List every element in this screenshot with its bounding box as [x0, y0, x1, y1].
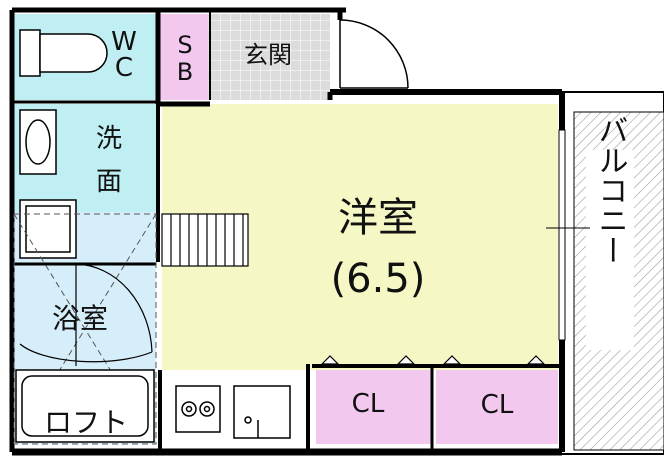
- sb-label-line1: S: [177, 31, 192, 59]
- closet-right-area: [436, 370, 558, 444]
- stove-icon: [175, 385, 221, 433]
- entrance-label: 玄関: [244, 41, 292, 69]
- sb-label-line2: B: [177, 58, 193, 86]
- washroom-label-line2: 面: [96, 167, 122, 197]
- toilet-icon: [19, 29, 108, 77]
- closet-right-label: CL: [481, 390, 514, 420]
- closet-left-area: [316, 370, 432, 444]
- balcony: [559, 91, 664, 455]
- sb-area: [160, 14, 208, 100]
- entrance-area: [208, 14, 330, 100]
- western-room-label-line2: (6.5): [331, 256, 426, 302]
- balcony-window: [546, 129, 590, 341]
- walls: [9, 7, 565, 456]
- balcony-label: バルコニー: [593, 115, 628, 265]
- closet-hangers: [320, 355, 546, 365]
- washbasin-icon: [19, 109, 57, 175]
- wc-label-line2: C: [115, 53, 133, 83]
- washing-machine-icon: [19, 199, 77, 259]
- closet-left-label: CL: [352, 389, 385, 419]
- wc-label-line1: W: [111, 27, 137, 57]
- loft-label: ロフト: [44, 406, 128, 439]
- washroom-label-line1: 洗: [96, 124, 122, 154]
- western-room-label-line1: 洋室: [338, 195, 418, 241]
- bath-label: 浴室: [52, 302, 108, 335]
- sink-icon: [233, 385, 291, 439]
- bathtub-icon: [15, 369, 155, 443]
- entrance-door: [339, 19, 409, 89]
- bath-door: [19, 263, 153, 366]
- loft-ladder: [161, 213, 249, 267]
